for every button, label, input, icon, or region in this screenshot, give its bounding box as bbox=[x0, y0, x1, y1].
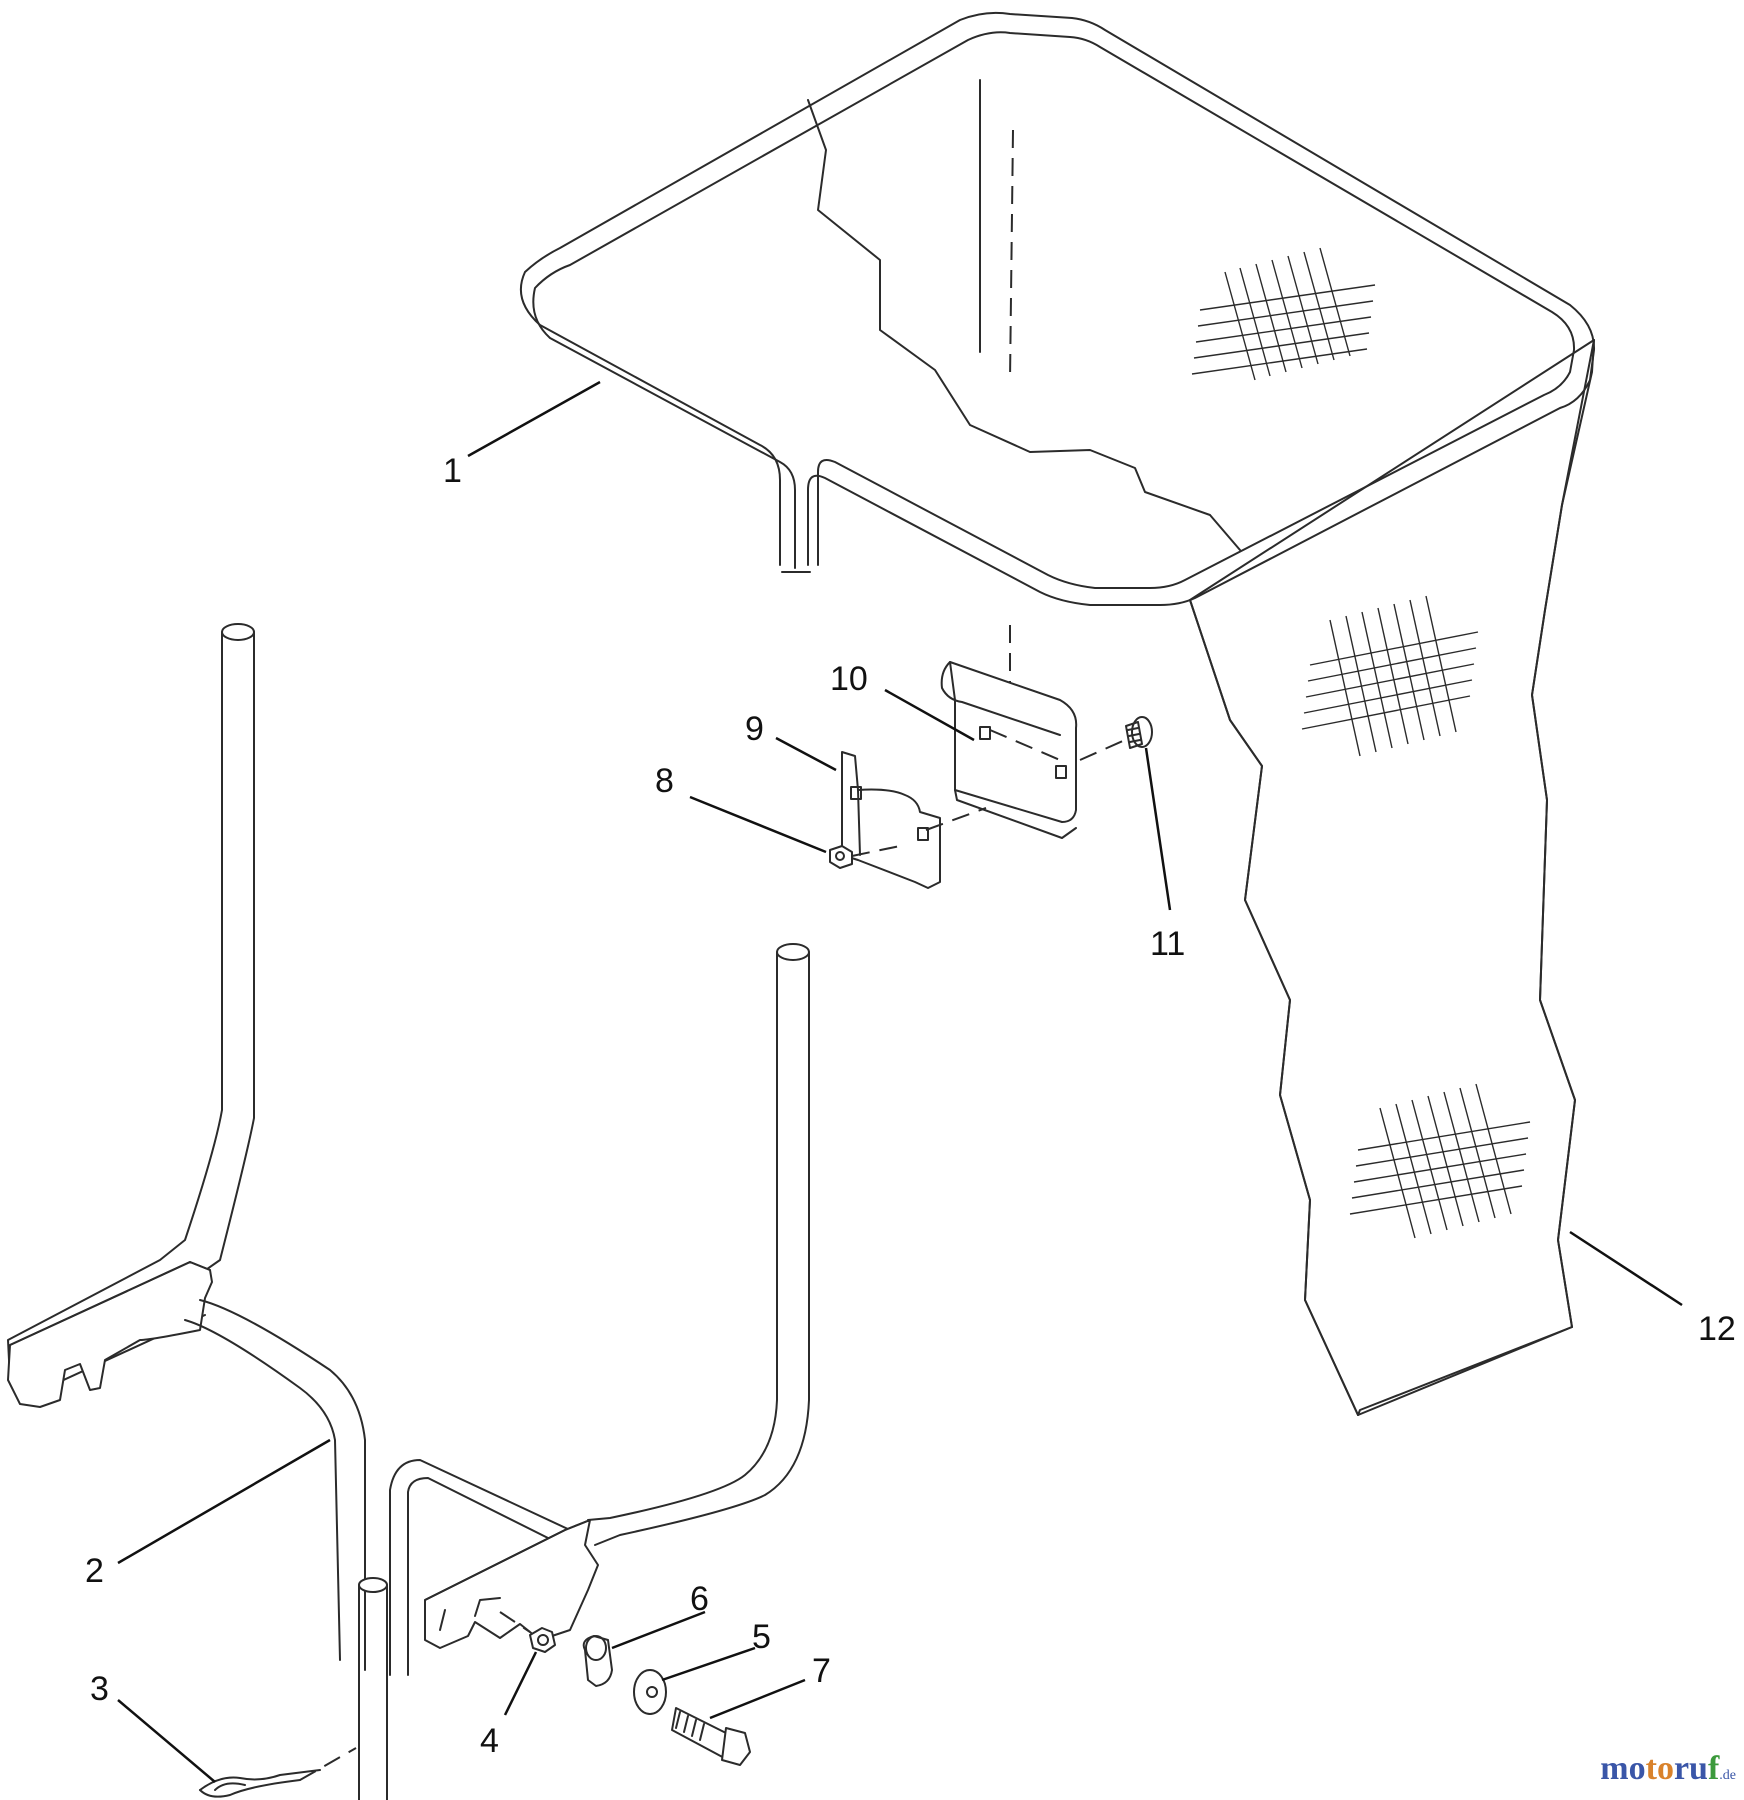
hairpin-cotter-part-3 bbox=[199, 1747, 357, 1798]
leader-lines bbox=[117, 380, 1683, 1783]
washer-part-5 bbox=[633, 1669, 667, 1715]
callout-10: 10 bbox=[830, 660, 868, 698]
bolt-part-7 bbox=[671, 1707, 751, 1766]
watermark-text-4: f bbox=[1707, 1750, 1720, 1787]
mesh-pattern-middle bbox=[1301, 595, 1479, 757]
screw-part-11 bbox=[1079, 716, 1153, 761]
watermark-text-1: mo bbox=[1600, 1750, 1646, 1787]
callout-12: 12 bbox=[1698, 1310, 1736, 1348]
callout-11: 11 bbox=[1150, 925, 1185, 963]
watermark-text-2: to bbox=[1645, 1750, 1674, 1787]
callout-1: 1 bbox=[443, 452, 462, 490]
motoruf-watermark-logo: motoruf.de bbox=[1600, 1750, 1736, 1788]
callouts: 1 2 3 4 5 6 7 8 9 10 11 12 bbox=[85, 452, 1736, 1760]
bag-frame bbox=[520, 11, 1596, 606]
callout-7: 7 bbox=[812, 1652, 831, 1690]
support-frame bbox=[7, 623, 810, 1800]
callout-2: 2 bbox=[85, 1552, 104, 1590]
callout-8: 8 bbox=[655, 762, 674, 800]
callout-9: 9 bbox=[745, 710, 764, 748]
callout-6: 6 bbox=[690, 1580, 709, 1618]
callout-5: 5 bbox=[752, 1618, 771, 1656]
mesh-pattern-upper bbox=[1191, 247, 1376, 381]
watermark-domain: .de bbox=[1719, 1768, 1736, 1783]
grass-bag bbox=[807, 79, 1595, 1416]
nut-part-8 bbox=[829, 845, 901, 869]
nut-part-4 bbox=[499, 1611, 556, 1653]
watermark-text-3: ru bbox=[1673, 1750, 1708, 1787]
spacer-part-6 bbox=[582, 1635, 613, 1687]
callout-4: 4 bbox=[480, 1722, 499, 1760]
callout-3: 3 bbox=[90, 1670, 109, 1708]
frame-bracket bbox=[940, 661, 1078, 839]
mesh-pattern-lower bbox=[1349, 1083, 1531, 1239]
